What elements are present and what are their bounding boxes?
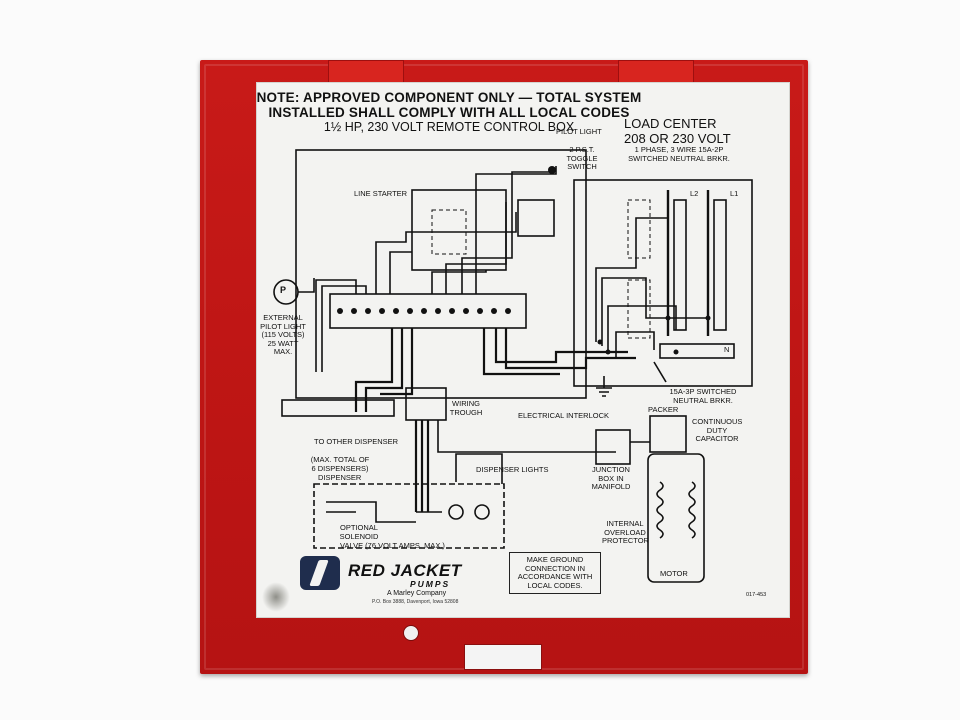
brand-pumps: PUMPS [410,579,451,589]
electrical-interlock-label: ELECTRICAL INTERLOCK [518,411,609,420]
note-line-2: INSTALLED SHALL COMPLY WITH ALL LOCAL CO… [268,105,630,120]
pilot-light-label: PILOT LIGHT [556,127,602,136]
wiring-trough-label: WIRING TROUGH [449,399,483,417]
ground-note-text: MAKE GROUND CONNECTION IN ACCORDANCE WIT… [517,555,593,590]
l2-label: L2 [690,189,699,198]
capacitor-label: CONTINUOUS DUTY CAPACITOR [692,417,743,443]
line-starter-label: LINE STARTER [354,189,408,198]
wiring-diagram [273,149,753,583]
toggle-switch-label: 2 P.S.T. TOGGLE SWITCH [566,145,598,171]
diagram-title: 1½ HP, 230 VOLT REMOTE CONTROL BOX [323,120,575,134]
ground-note-box: MAKE GROUND CONNECTION IN ACCORDANCE WIT… [509,552,601,594]
dispenser-label: DISPENSER [318,473,362,482]
load-center-title: LOAD CENTER [624,116,717,131]
dispenser-lights-label: DISPENSER LIGHTS [476,465,549,474]
optional-solenoid-label: OPTIONAL SOLENOID [339,523,379,541]
external-pilot-label: EXTERNAL PILOT LIGHT (115 VOLTS) 25 WATT… [260,313,306,356]
packer-label: PACKER [648,405,679,414]
neutral-label: N [724,345,730,354]
load-center-breaker-note: 1 PHASE, 3 WIRE 15A-2P SWITCHED NEUTRAL … [628,145,730,163]
wiring-diagram-label: NOTE: APPROVED COMPONENT ONLY — TOTAL SY… [256,82,790,618]
l1-label: L1 [730,189,739,198]
motor-label: MOTOR [660,569,688,578]
note-line-1: NOTE: APPROVED COMPONENT ONLY — TOTAL SY… [256,90,642,105]
part-number: 017-453 [746,592,767,598]
company-name: A Marley Company [387,590,447,597]
overload-protector-label: INTERNAL OVERLOAD PROTECTOR [602,519,649,545]
red-jacket-logo-icon [300,556,340,590]
load-center-voltage: 208 OR 230 VOLT [624,131,731,146]
red-metal-panel: NOTE: APPROVED COMPONENT ONLY — TOTAL SY… [200,60,808,674]
max-dispensers-label: (MAX. TOTAL OF 6 DISPENSERS) [310,455,370,473]
brand-name: RED JACKET [348,561,462,580]
pilot-p-symbol: P [280,285,287,295]
to-other-dispenser-label: TO OTHER DISPENSER [314,437,399,446]
valve-label: VALVE (76 VOLT AMPS. MAX.) [340,541,445,550]
mounting-hole [403,625,419,641]
switched-neutral-3p-label: 15A-3P SWITCHED NEUTRAL BRKR. [669,387,737,405]
grease-smudge [262,582,290,612]
panel-slot [464,644,542,670]
company-address: P.O. Box 3888, Davenport, Iowa 52808 [372,599,459,605]
junction-box-label: JUNCTION BOX IN MANIFOLD [591,465,631,491]
